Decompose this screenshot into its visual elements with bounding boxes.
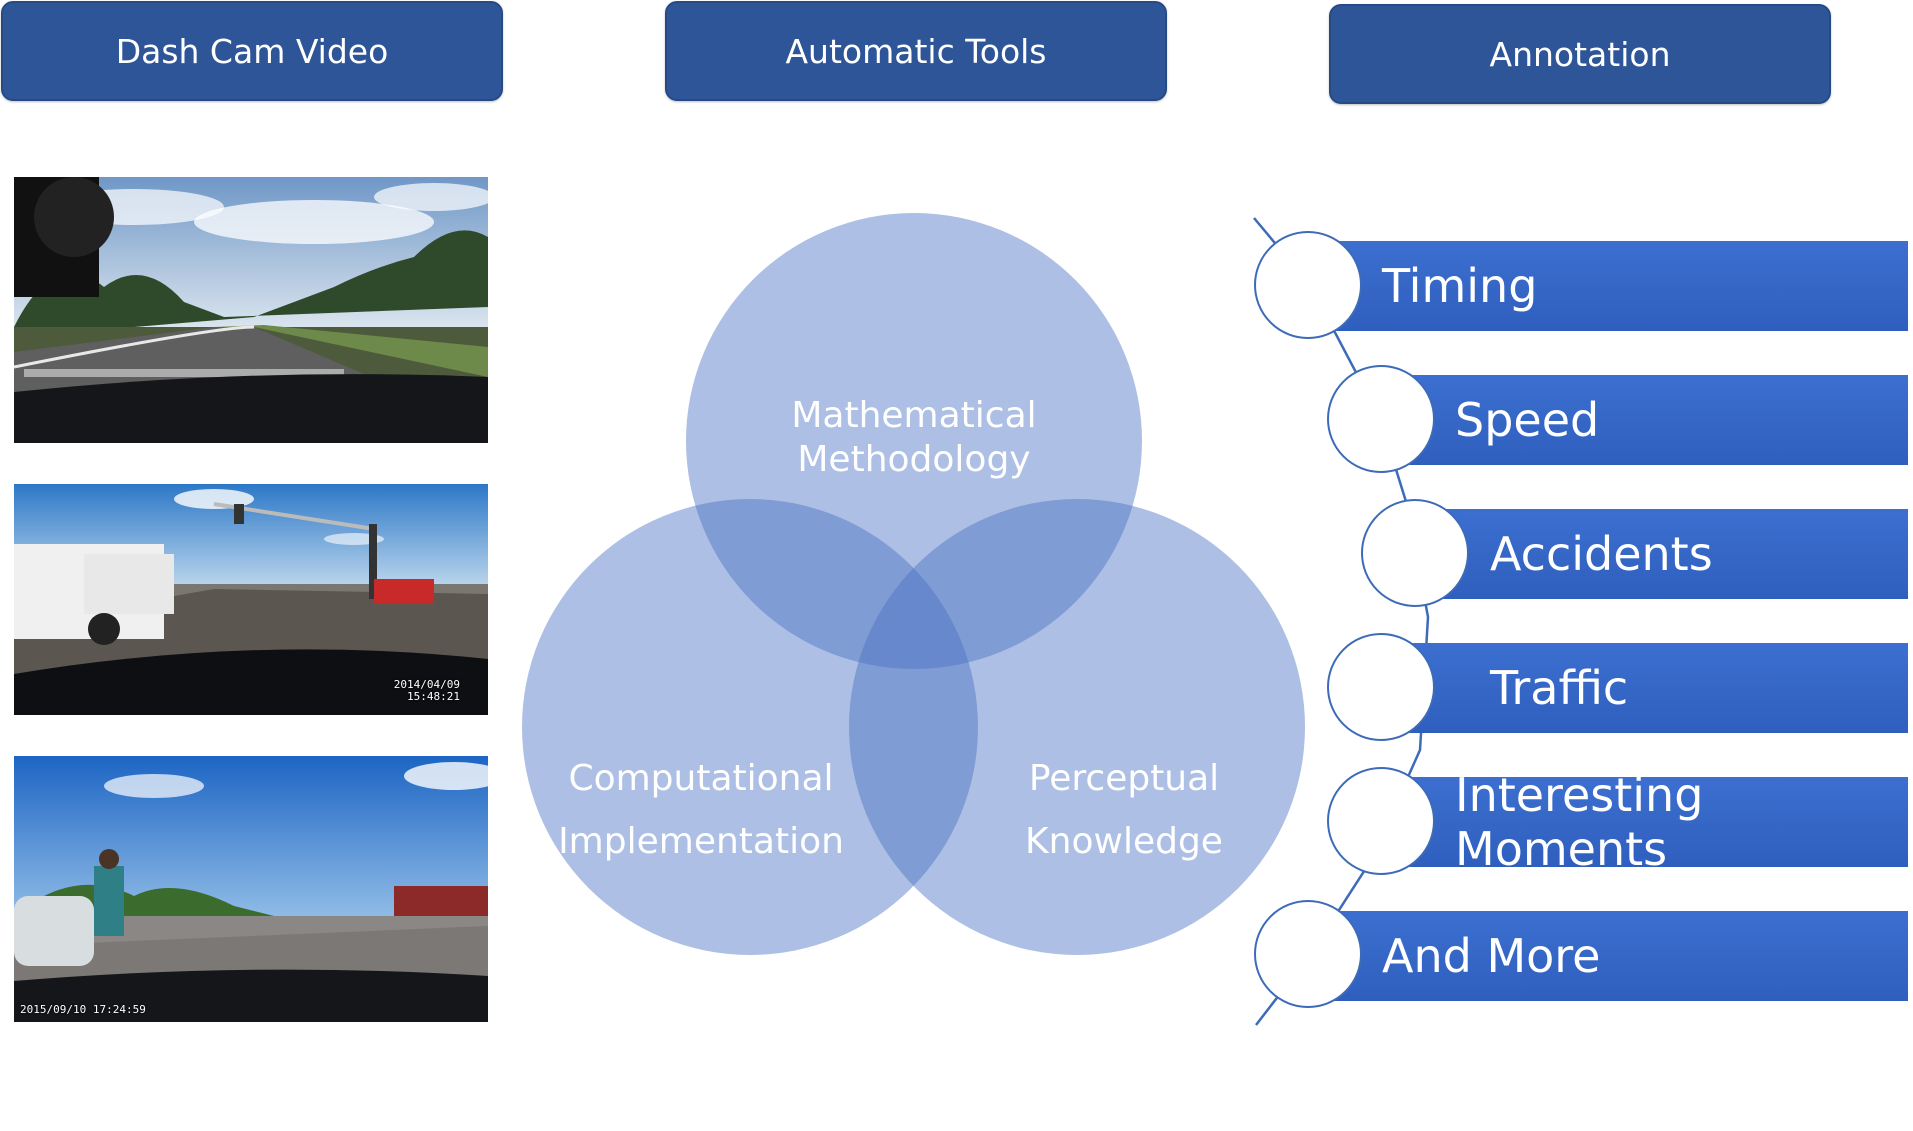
dashcam-photo-intersection: 2014/04/09 15:48:21 [14,484,488,715]
annotation-item-and-more: And More [1330,911,1908,1001]
venn-circle-perceptual [849,499,1305,955]
venn-label-mathematical: Mathematical Methodology [791,395,1037,480]
annotation-item-label: Traffic [1490,661,1629,715]
annotation-item-traffic: Traffic [1403,643,1908,733]
annotation-item-label: Speed [1455,393,1600,447]
annotation-item-timing: Timing [1330,241,1908,331]
annotation-marker-circle [1254,900,1362,1008]
dashcam-photo-pedestrian: 2015/09/10 17:24:59 [14,756,488,1022]
header-automatic-tools: Automatic Tools [665,1,1167,101]
annotation-marker-circle [1361,499,1469,607]
header-dash-cam-video: Dash Cam Video [1,1,503,101]
annotation-item-label: And More [1382,929,1601,983]
header-dash-cam-video-label: Dash Cam Video [115,31,389,71]
annotation-item-speed: Speed [1403,375,1908,465]
annotation-item-accidents: Accidents [1437,509,1908,599]
venn-label-perceptual: Perceptual Knowledge [1025,758,1223,862]
annotation-marker-circle [1327,633,1435,741]
annotation-marker-circle [1254,231,1362,339]
annotation-item-label: Interesting Moments [1455,768,1704,876]
annotation-item-label: Timing [1382,259,1538,313]
header-annotation-label: Annotation [1489,34,1671,74]
header-annotation: Annotation [1329,4,1831,104]
header-automatic-tools-label: Automatic Tools [785,31,1047,71]
annotation-marker-circle [1327,767,1435,875]
venn-label-computational: Computational Implementation [558,758,844,862]
venn-circle-computational [522,499,978,955]
venn-circle-mathematical [686,213,1142,669]
photo2-timestamp: 2014/04/09 15:48:21 [393,678,460,703]
annotation-marker-circle [1327,365,1435,473]
photo3-timestamp: 2015/09/10 17:24:59 [20,1003,146,1016]
dashcam-photo-highway [14,177,488,443]
annotation-item-interesting-moments: Interesting Moments [1403,768,1908,876]
annotation-item-label: Accidents [1490,527,1713,581]
